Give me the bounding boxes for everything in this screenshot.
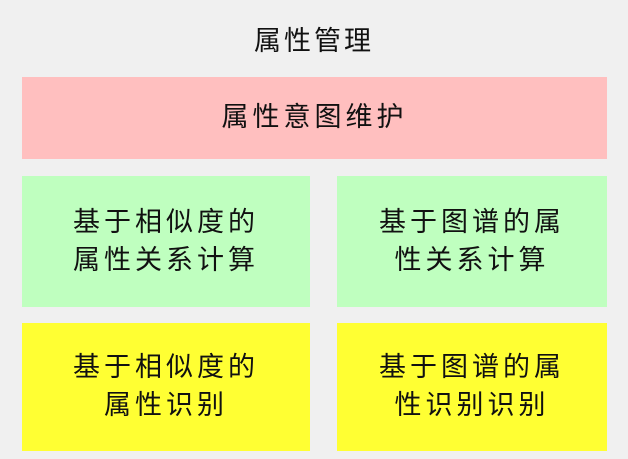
- similarity-relation-calc-label: 基于相似度的 属性关系计算: [73, 206, 259, 276]
- graph-attribute-recognition-label: 基于图谱的属 性识别识别: [379, 352, 565, 421]
- attribute-intent-maintenance-box: 属性意图维护: [22, 77, 607, 159]
- attribute-intent-maintenance-label: 属性意图维护: [221, 102, 408, 133]
- diagram-title: 属性管理: [254, 26, 374, 57]
- similarity-attribute-recognition-label: 基于相似度的 属性识别: [73, 352, 259, 421]
- graph-attribute-recognition-box: 基于图谱的属 性识别识别: [337, 323, 607, 451]
- similarity-attribute-recognition-box: 基于相似度的 属性识别: [22, 323, 310, 451]
- graph-relation-calc-label: 基于图谱的属 性关系计算: [379, 206, 565, 276]
- similarity-relation-calc-box: 基于相似度的 属性关系计算: [22, 176, 310, 307]
- graph-relation-calc-box: 基于图谱的属 性关系计算: [337, 176, 607, 307]
